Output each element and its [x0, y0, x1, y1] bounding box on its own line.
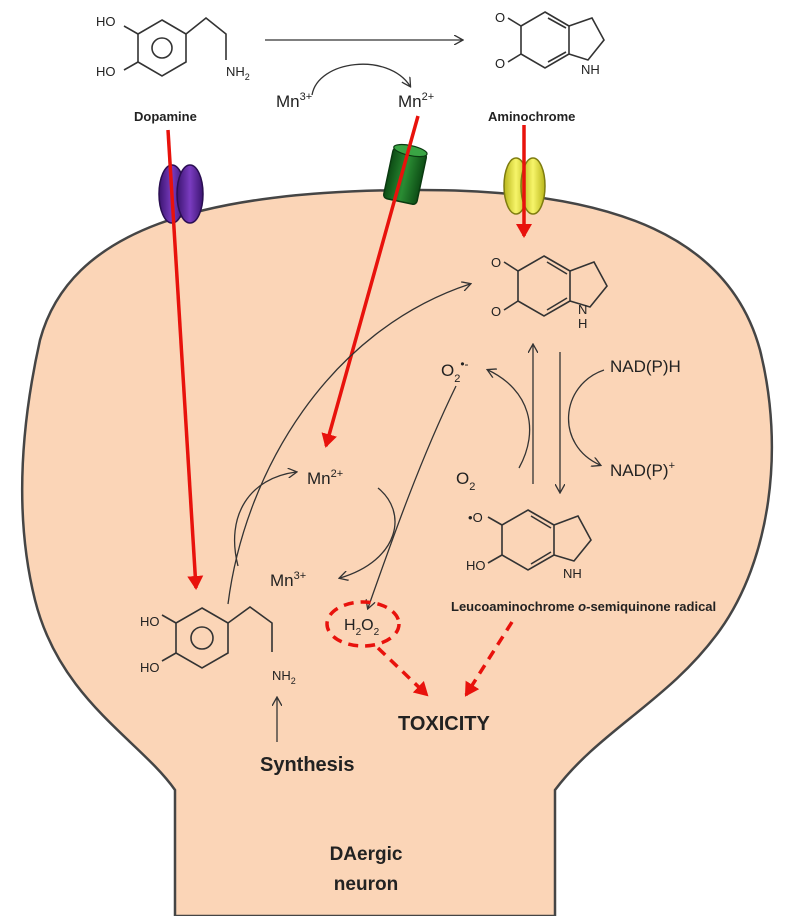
- aminochrome-transporter: [503, 157, 546, 215]
- ho-label: HO: [140, 660, 160, 675]
- leuco-toxicity-arrow: [464, 621, 514, 697]
- nh-label: NH: [581, 62, 600, 77]
- n-label: N: [578, 302, 587, 317]
- ho-label: HO: [466, 558, 486, 573]
- leucoaminochrome-label: Leucoaminochrome o-semiquinone radical: [451, 599, 716, 614]
- h2o2-label: H2O2: [344, 617, 380, 638]
- dopamine-label: Dopamine: [134, 109, 197, 124]
- dopamine-structure-top: HO HO NH2: [96, 14, 250, 82]
- o-label: O: [491, 304, 501, 319]
- mn3-cell-label: Mn3+: [270, 570, 306, 590]
- nadph-oxidation-arrow: [567, 369, 605, 465]
- o-label: O: [495, 10, 505, 25]
- aminochrome-structure-cell: O O N H: [491, 255, 608, 331]
- radical-dot-o-label: •O: [468, 510, 483, 525]
- aminochrome-label: Aminochrome: [488, 109, 575, 124]
- h2o2-toxicity-arrow: [376, 646, 429, 697]
- ho-label: HO: [96, 14, 116, 29]
- aminochrome-structure-top: O O NH: [495, 10, 605, 77]
- nh-label: NH: [563, 566, 582, 581]
- mn3-top-label: Mn3+: [276, 91, 312, 111]
- mn2-cell-label: Mn2+: [307, 468, 343, 488]
- mn3-to-mn2-arrow: [233, 472, 296, 567]
- dopamine-uptake-arrow: [166, 129, 204, 590]
- toxicity-label: TOXICITY: [398, 713, 491, 735]
- mn2-to-mn3-arrow: [340, 487, 396, 578]
- superoxide-to-h2o2-arrow: [368, 385, 457, 608]
- o-label: O: [491, 255, 501, 270]
- leucoaminochrome-structure: •O HO NH: [466, 509, 592, 581]
- dopamine-to-aminochrome-arrow: [227, 284, 470, 605]
- dopamine-structure-cell: HO HO NH2: [140, 606, 296, 686]
- ho-label: HO: [96, 64, 116, 79]
- dopamine-transporter: [158, 164, 204, 224]
- nadph-label: NAD(P)H: [610, 357, 681, 376]
- neuron-label-line2: neuron: [334, 874, 398, 895]
- h2o2-highlight: [325, 600, 401, 648]
- superoxide-label: O2•-: [441, 357, 469, 385]
- nh2-label: NH2: [272, 668, 296, 686]
- ho-label: HO: [140, 614, 160, 629]
- synthesis-label: Synthesis: [260, 754, 354, 776]
- o2-to-superoxide-arrow: [488, 370, 531, 469]
- mn2-top-label: Mn2+: [398, 91, 434, 111]
- neuron-cell-body: [21, 188, 774, 916]
- nadp-label: NAD(P)+: [610, 460, 675, 480]
- mn-reduction-arrow: [311, 63, 410, 96]
- nh2-label: NH2: [226, 64, 250, 82]
- h-label: H: [578, 316, 587, 331]
- neuron-label-line1: DAergic: [330, 844, 403, 865]
- o-label: O: [495, 56, 505, 71]
- mn-uptake-arrow: [321, 115, 420, 448]
- manganese-channel: [382, 143, 428, 205]
- oxygen-label: O2: [456, 469, 475, 493]
